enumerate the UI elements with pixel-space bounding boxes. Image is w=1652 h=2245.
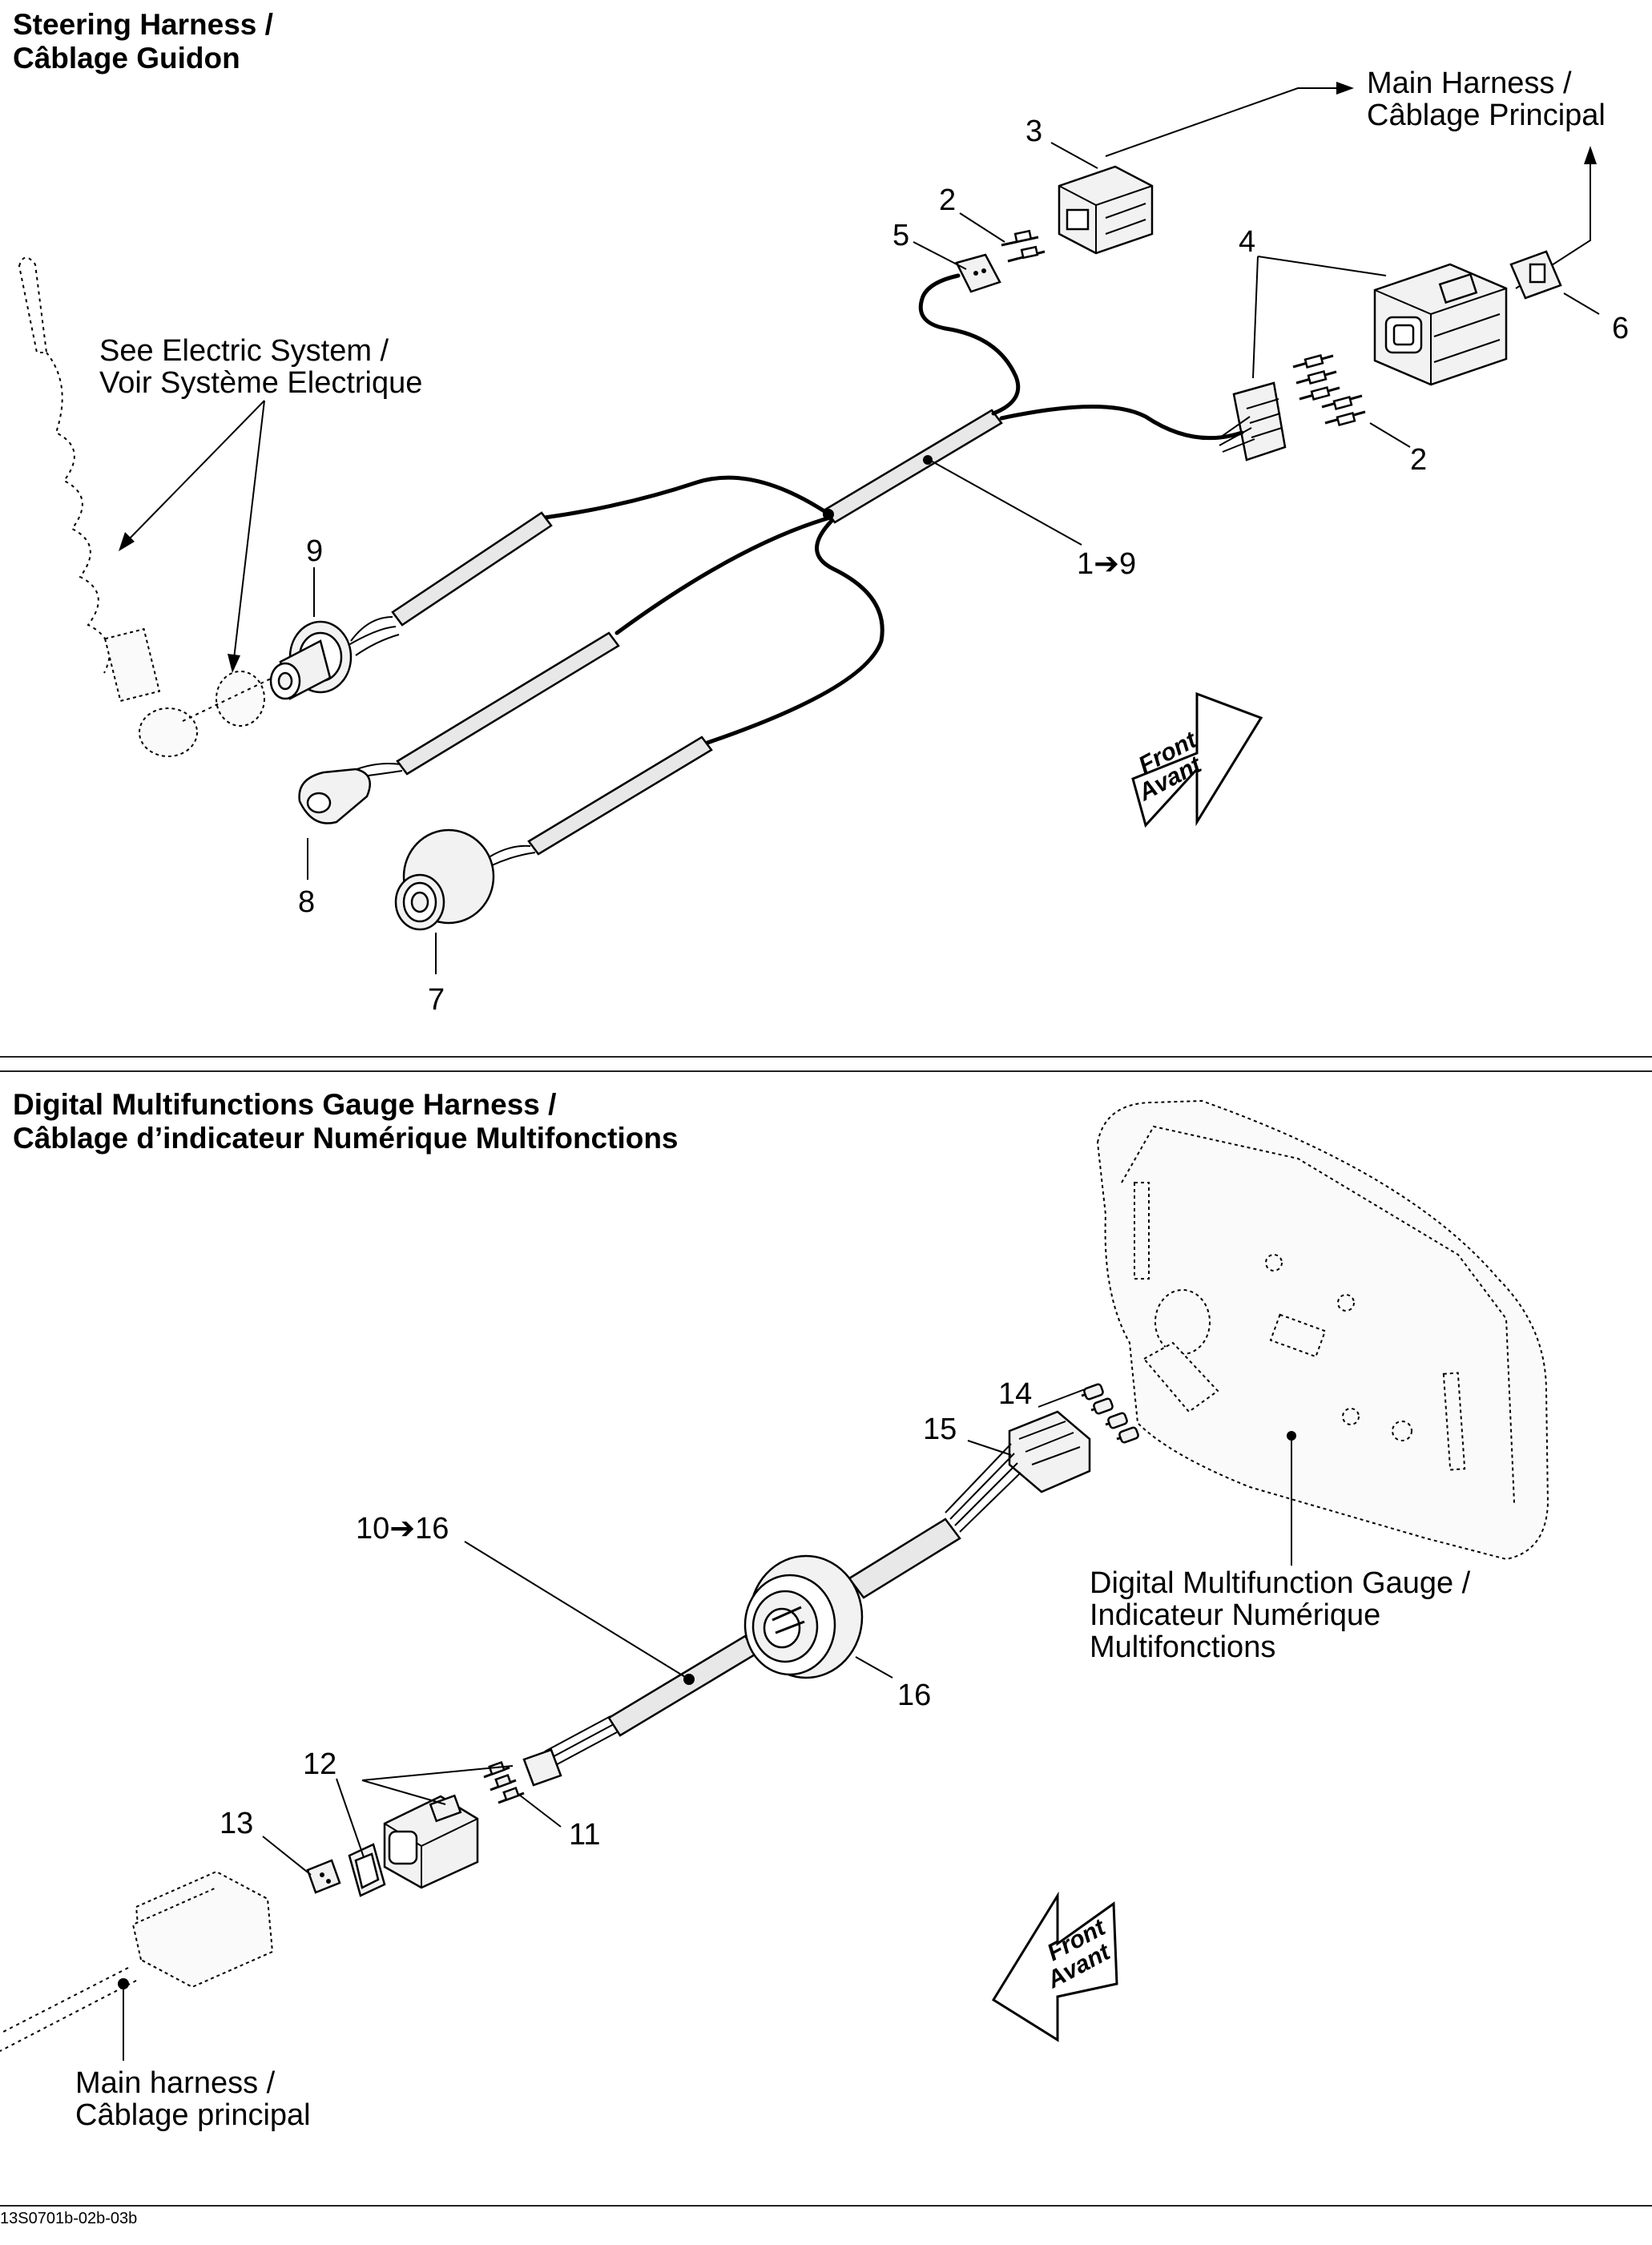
part-number-6: 6 <box>1612 312 1629 345</box>
part-number-11: 11 <box>569 1818 600 1852</box>
part-number-2-lower: 2 <box>1410 443 1427 477</box>
steering-harness-wires <box>391 273 1255 856</box>
part-leaders-bottom <box>123 1389 1292 2061</box>
steering-harness-title: Steering Harness / Câblage Guidon <box>13 8 273 75</box>
see-electric-callout: See Electric System / Voir Système Elect… <box>99 334 422 673</box>
multifunction-gauge-ghost <box>1096 1099 1549 1561</box>
connector-housing-4 <box>1373 263 1508 386</box>
gauge-harness-drawing: 14 15 10➔16 16 12 13 11 Digital Multifun… <box>0 1099 1549 2132</box>
main-harness-bottom-label-en: Main harness / <box>75 2066 276 2100</box>
front-direction-arrow-top: Front Avant <box>1131 691 1263 828</box>
terminal-pins-11 <box>483 1760 525 1804</box>
gauge-label-fr-line2: Multifonctions <box>1090 1630 1275 1664</box>
seal-13 <box>306 1859 341 1894</box>
part-number-12: 12 <box>303 1747 336 1781</box>
part-number-15: 15 <box>923 1413 957 1446</box>
grommet-16 <box>743 1554 864 1679</box>
part-range-1-9: 1➔9 <box>1077 547 1136 581</box>
connector-back-4 <box>1232 381 1287 461</box>
part-number-9: 9 <box>306 534 323 568</box>
steering-harness-panel: Steering Harness / Câblage Guidon Main H… <box>0 0 1652 1054</box>
main-harness-callout-bottom: Main harness / Câblage principal <box>75 2066 311 2132</box>
seal-ring-12 <box>348 1843 386 1897</box>
section-divider-lower <box>0 1070 1652 1072</box>
part-number-5: 5 <box>892 219 909 252</box>
connector-back-11 <box>522 1748 562 1787</box>
terminal-pins-2-upper <box>1001 229 1046 263</box>
part-number-7: 7 <box>428 983 445 1017</box>
tether-cord-ghost <box>18 256 273 757</box>
gauge-harness-title-fr: Câblage d’indicateur Numérique Multifonc… <box>13 1122 679 1155</box>
steering-harness-drawing: Main Harness / Câblage Principal <box>18 67 1629 1017</box>
gauge-harness-title: Digital Multifunctions Gauge Harness / C… <box>13 1088 679 1155</box>
switch-9 <box>269 616 400 700</box>
main-harness-label-en: Main Harness / <box>1367 67 1572 100</box>
connector-12 <box>383 1794 479 1889</box>
sensor-7 <box>394 828 536 931</box>
steering-harness-title-en: Steering Harness / <box>13 8 273 41</box>
front-direction-arrow-bottom: Front Avant <box>991 1891 1118 2042</box>
part-range-10-16: 10➔16 <box>356 1512 449 1546</box>
part-numbers-bottom: 14 15 10➔16 16 12 13 11 <box>220 1377 1032 1852</box>
part-number-2-upper: 2 <box>939 183 956 217</box>
main-harness-callout: Main Harness / Câblage Principal <box>1105 67 1606 289</box>
section-divider-upper <box>0 1056 1652 1058</box>
part-number-16: 16 <box>897 1679 931 1712</box>
gauge-label-fr-line1: Indicateur Numérique <box>1090 1598 1380 1632</box>
see-electric-label-en: See Electric System / <box>99 334 389 368</box>
part-leaders-top <box>307 142 1600 974</box>
see-electric-label-fr: Voir Système Electrique <box>99 366 422 400</box>
seal-6 <box>1509 250 1562 300</box>
connector-15 <box>945 1410 1091 1533</box>
footer-divider <box>0 2205 1652 2207</box>
part-number-4: 4 <box>1239 225 1255 259</box>
gauge-harness-title-en: Digital Multifunctions Gauge Harness / <box>13 1088 557 1121</box>
terminal-pins-2-lower <box>1292 354 1366 426</box>
gauge-callout: Digital Multifunction Gauge / Indicateur… <box>1090 1431 1471 1664</box>
part-number-14: 14 <box>998 1377 1032 1411</box>
main-harness-label-fr: Câblage Principal <box>1367 99 1606 132</box>
part-number-13: 13 <box>220 1807 253 1840</box>
part-number-3: 3 <box>1025 115 1042 148</box>
steering-harness-title-fr: Câblage Guidon <box>13 42 240 75</box>
connector-housing-3 <box>1058 165 1154 255</box>
gauge-harness-panel: Digital Multifunctions Gauge Harness / C… <box>0 1054 1652 2208</box>
gauge-label-en: Digital Multifunction Gauge / <box>1090 1566 1471 1600</box>
main-harness-bottom-label-fr: Câblage principal <box>75 2098 311 2132</box>
sensor-8 <box>298 763 403 824</box>
seal-5 <box>955 253 1001 293</box>
drawing-reference-code: 13S0701b-02b-03b <box>0 2210 138 2227</box>
main-harness-connector-ghost <box>0 1870 274 2052</box>
terminal-pins-14 <box>1081 1383 1139 1444</box>
part-numbers-top: 3 2 5 4 6 2 1➔9 9 8 7 <box>298 115 1629 1017</box>
part-number-8: 8 <box>298 885 315 919</box>
